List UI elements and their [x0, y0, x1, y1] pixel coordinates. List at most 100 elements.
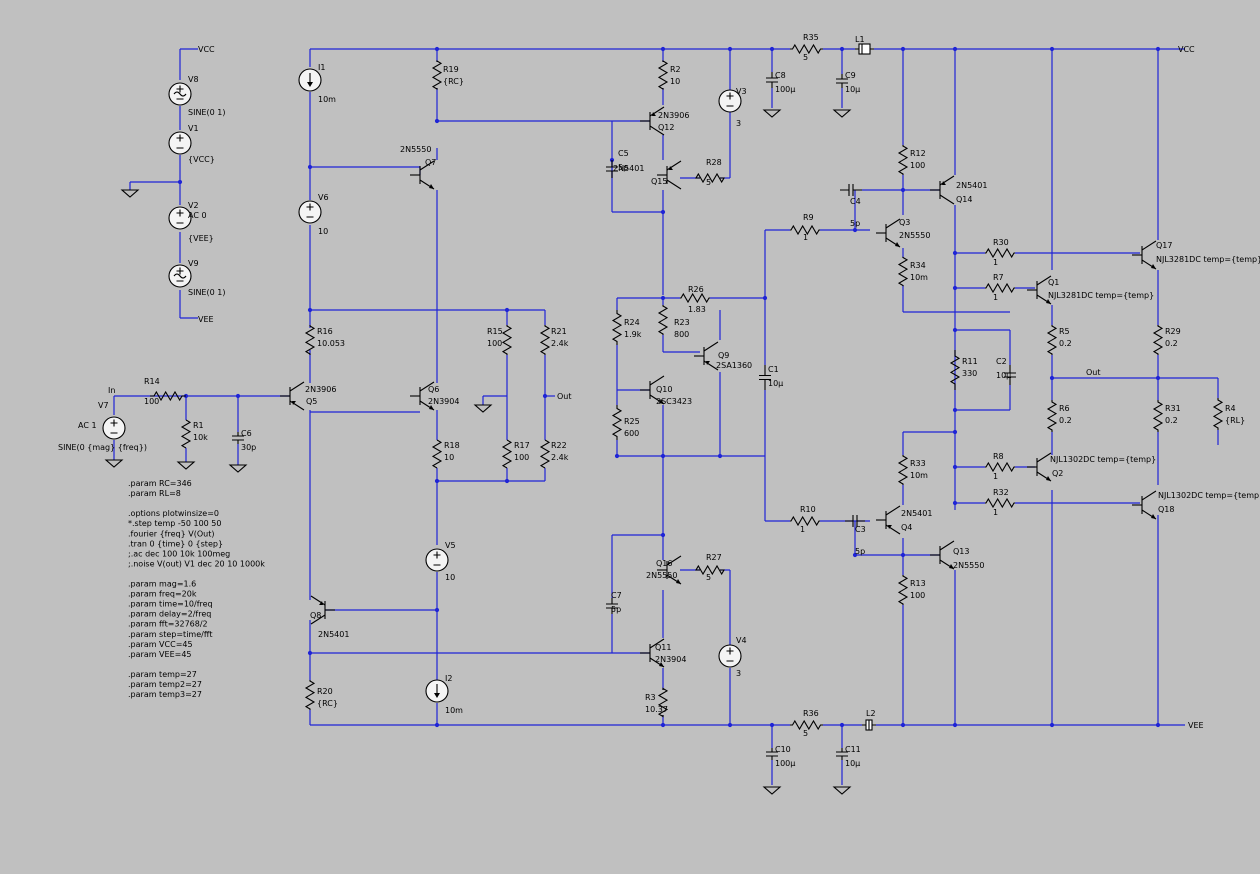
wire-junction — [614, 453, 620, 459]
r31-value-label: 0.2 — [1165, 416, 1178, 425]
q9-transistor[interactable] — [694, 341, 719, 371]
wires — [113, 48, 1219, 785]
q12-transistor[interactable] — [640, 106, 665, 136]
q4-transistor[interactable] — [876, 505, 901, 535]
q5-value-label: 2N3906 — [305, 385, 336, 394]
wire-junction — [900, 187, 906, 193]
r9-resistor[interactable] — [790, 224, 820, 236]
i1-current-source[interactable] — [298, 68, 322, 92]
c3-capacitor[interactable] — [845, 515, 865, 527]
r10-resistor[interactable] — [790, 515, 820, 527]
q6-transistor[interactable] — [410, 381, 435, 411]
c5-capacitor[interactable] — [606, 160, 618, 178]
q14-transistor[interactable] — [930, 175, 955, 205]
q15-transistor[interactable] — [657, 160, 682, 190]
wire-junction — [434, 722, 440, 728]
r8-resistor[interactable] — [985, 461, 1015, 473]
c11-ref-label: C11 — [845, 745, 861, 754]
r16-resistor[interactable] — [304, 325, 316, 355]
q2-transistor[interactable] — [1027, 452, 1052, 482]
r12-resistor[interactable] — [897, 145, 909, 175]
wire-junction — [900, 46, 906, 52]
r5-resistor[interactable] — [1046, 325, 1058, 355]
v7-voltage-source[interactable] — [102, 416, 126, 440]
c9-capacitor[interactable] — [836, 74, 848, 88]
r18-resistor[interactable] — [431, 439, 443, 469]
q1-transistor[interactable] — [1027, 275, 1052, 305]
l1-inductor[interactable] — [855, 43, 874, 55]
v9-value-label: SINE(0 1) — [188, 288, 225, 297]
wire-junction — [900, 552, 906, 558]
r29-resistor[interactable] — [1152, 325, 1164, 355]
r15-resistor[interactable] — [501, 325, 513, 355]
q13-transistor[interactable] — [930, 540, 955, 570]
r36-resistor[interactable] — [790, 719, 823, 731]
v2-voltage-source[interactable] — [168, 206, 192, 230]
v3-voltage-source[interactable] — [718, 89, 742, 113]
c1-capacitor[interactable] — [759, 365, 771, 390]
wire-junction — [504, 478, 510, 484]
v6-voltage-source[interactable] — [298, 200, 322, 224]
v9-voltage-source[interactable] — [168, 264, 192, 288]
r13-resistor[interactable] — [897, 575, 909, 605]
c8-capacitor[interactable] — [766, 72, 778, 88]
r35-value-label: 5 — [803, 53, 808, 62]
wire-junction — [1155, 722, 1161, 728]
l2-inductor[interactable] — [862, 719, 876, 731]
q16-transistor[interactable] — [657, 555, 682, 585]
q8-transistor[interactable] — [310, 595, 335, 625]
c6-capacitor[interactable] — [232, 432, 244, 444]
r17-resistor[interactable] — [501, 439, 513, 469]
q10-transistor[interactable] — [640, 375, 665, 405]
r4-resistor[interactable] — [1212, 398, 1224, 430]
r32-resistor[interactable] — [985, 497, 1015, 509]
q18-transistor[interactable] — [1132, 490, 1157, 520]
r1-resistor[interactable] — [180, 419, 192, 449]
v1-voltage-source[interactable] — [168, 131, 192, 155]
r24-resistor[interactable] — [611, 310, 623, 345]
r33-resistor[interactable] — [897, 455, 909, 485]
spice-directive: .tran 0 {time} 0 {step} — [128, 539, 223, 548]
r25-resistor[interactable] — [611, 405, 623, 440]
r2-resistor[interactable] — [657, 60, 669, 90]
r14-resistor[interactable] — [150, 390, 186, 402]
r9-value-label: 1 — [803, 233, 808, 242]
v5-voltage-source[interactable] — [425, 548, 449, 572]
q7-transistor[interactable] — [410, 160, 435, 190]
q5-transistor[interactable] — [280, 381, 305, 411]
q17-transistor[interactable] — [1132, 240, 1157, 270]
v4-voltage-source[interactable] — [718, 644, 742, 668]
c11-capacitor[interactable] — [836, 748, 848, 760]
q3-transistor[interactable] — [876, 218, 901, 248]
r19-resistor[interactable] — [431, 60, 443, 90]
c11-value-label: 10µ — [845, 759, 860, 768]
r6-resistor[interactable] — [1046, 400, 1058, 432]
r22-resistor[interactable] — [539, 439, 551, 469]
r23-resistor[interactable] — [657, 305, 669, 335]
i2-current-source[interactable] — [425, 679, 449, 703]
r3-resistor[interactable] — [657, 687, 669, 718]
v8-voltage-source[interactable] — [168, 82, 192, 106]
q6-ref-label: Q6 — [428, 385, 439, 394]
i1-value-label: 10m — [318, 95, 336, 104]
r7-resistor[interactable] — [985, 282, 1015, 294]
r27-resistor[interactable] — [695, 564, 725, 576]
c7-capacitor[interactable] — [606, 598, 618, 614]
r35-resistor[interactable] — [790, 43, 823, 55]
r20-resistor[interactable] — [304, 680, 316, 710]
r34-resistor[interactable] — [897, 256, 909, 287]
r23-value-label: 800 — [674, 330, 689, 339]
r28-resistor[interactable] — [695, 172, 725, 184]
c10-capacitor[interactable] — [766, 748, 778, 760]
r6-value-label: 0.2 — [1059, 416, 1072, 425]
q11-transistor[interactable] — [640, 638, 665, 668]
v7-value-label: AC 1 — [78, 421, 97, 430]
r11-resistor[interactable] — [949, 350, 961, 390]
c2-capacitor[interactable] — [1004, 365, 1016, 385]
r26-resistor[interactable] — [680, 292, 710, 304]
r30-resistor[interactable] — [985, 247, 1015, 259]
r31-resistor[interactable] — [1152, 400, 1164, 432]
c4-capacitor[interactable] — [840, 184, 862, 196]
r21-resistor[interactable] — [539, 325, 551, 355]
